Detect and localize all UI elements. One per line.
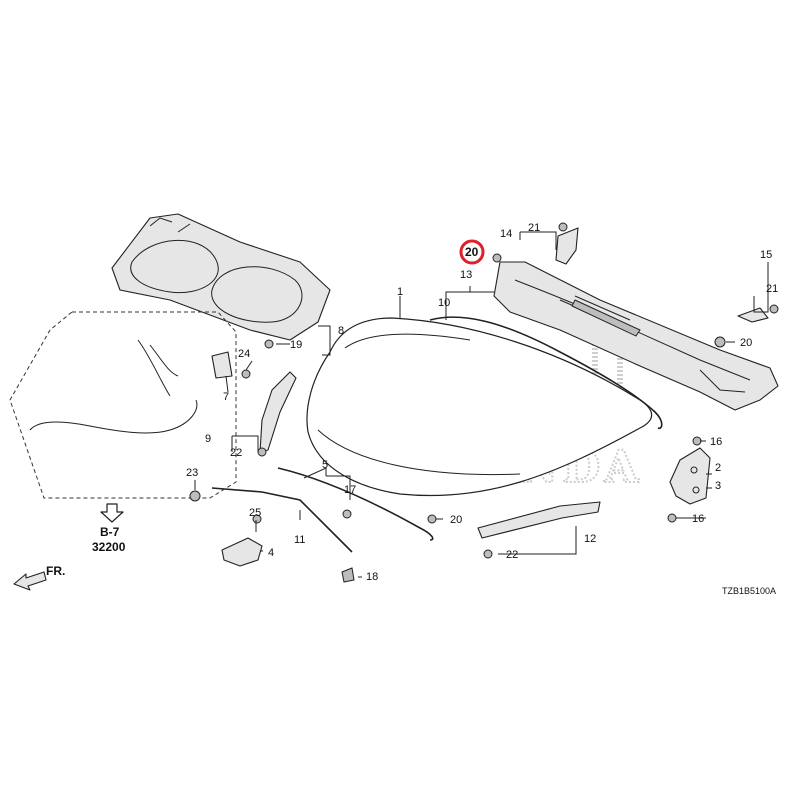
hood-insulator	[111, 213, 331, 341]
callout-14: 14	[500, 228, 512, 240]
hood-support-rod	[211, 487, 353, 553]
front-direction-arrow-icon	[13, 571, 47, 591]
callout-20-bottom: 20	[450, 514, 462, 526]
fender-seal	[259, 371, 297, 453]
callout-18: 18	[366, 571, 378, 583]
callout-21-top: 21	[528, 222, 540, 234]
callout-22-left: 22	[230, 447, 242, 459]
cowl-top-cover	[493, 261, 779, 411]
cowl-side-right	[737, 307, 769, 323]
cowl-side-left	[555, 227, 579, 265]
leader-lines	[194, 231, 769, 578]
callout-12: 12	[584, 533, 596, 545]
hood-release-cable	[29, 339, 198, 434]
reference-arrow-icon	[100, 503, 124, 523]
callout-20-right: 20	[740, 337, 752, 349]
callout-23: 23	[186, 467, 198, 479]
callout-3: 3	[715, 480, 721, 492]
ref-number: 32200	[92, 540, 126, 554]
callout-16-bottom: 16	[692, 513, 704, 525]
callout-16-top: 16	[710, 436, 722, 448]
callout-1: 1	[397, 286, 403, 298]
callout-11: 11	[294, 534, 305, 546]
callout-17: 17	[344, 484, 356, 496]
ref-section: B-7	[100, 525, 120, 539]
callout-2: 2	[715, 462, 721, 474]
drawing-code: TZB1B5100A	[722, 586, 776, 596]
direction-label: FR.	[46, 564, 65, 578]
callout-9: 9	[205, 433, 211, 445]
highlight-circle	[459, 239, 485, 265]
hood-hinge	[669, 447, 711, 505]
callout-20-highlighted: 20	[465, 245, 479, 259]
hood-panel	[306, 317, 653, 497]
hood-front-seal-strip	[277, 467, 434, 541]
callout-15: 15	[760, 249, 772, 261]
callout-25: 25	[249, 507, 261, 519]
callout-8: 8	[338, 325, 344, 337]
callout-19: 19	[290, 339, 302, 351]
callout-24: 24	[238, 348, 250, 360]
front-hood-seal	[477, 501, 601, 539]
hood-latch	[221, 537, 263, 567]
callout-10: 10	[438, 297, 450, 309]
callout-5: 5	[322, 459, 328, 471]
callout-21-right: 21	[766, 283, 778, 295]
callout-22-bottom: 22	[506, 549, 518, 561]
callout-4: 4	[268, 547, 274, 559]
hood-seal	[429, 316, 663, 430]
release-cable-box	[9, 311, 237, 499]
callout-13: 13	[460, 269, 472, 281]
callout-7: 7	[223, 391, 229, 403]
